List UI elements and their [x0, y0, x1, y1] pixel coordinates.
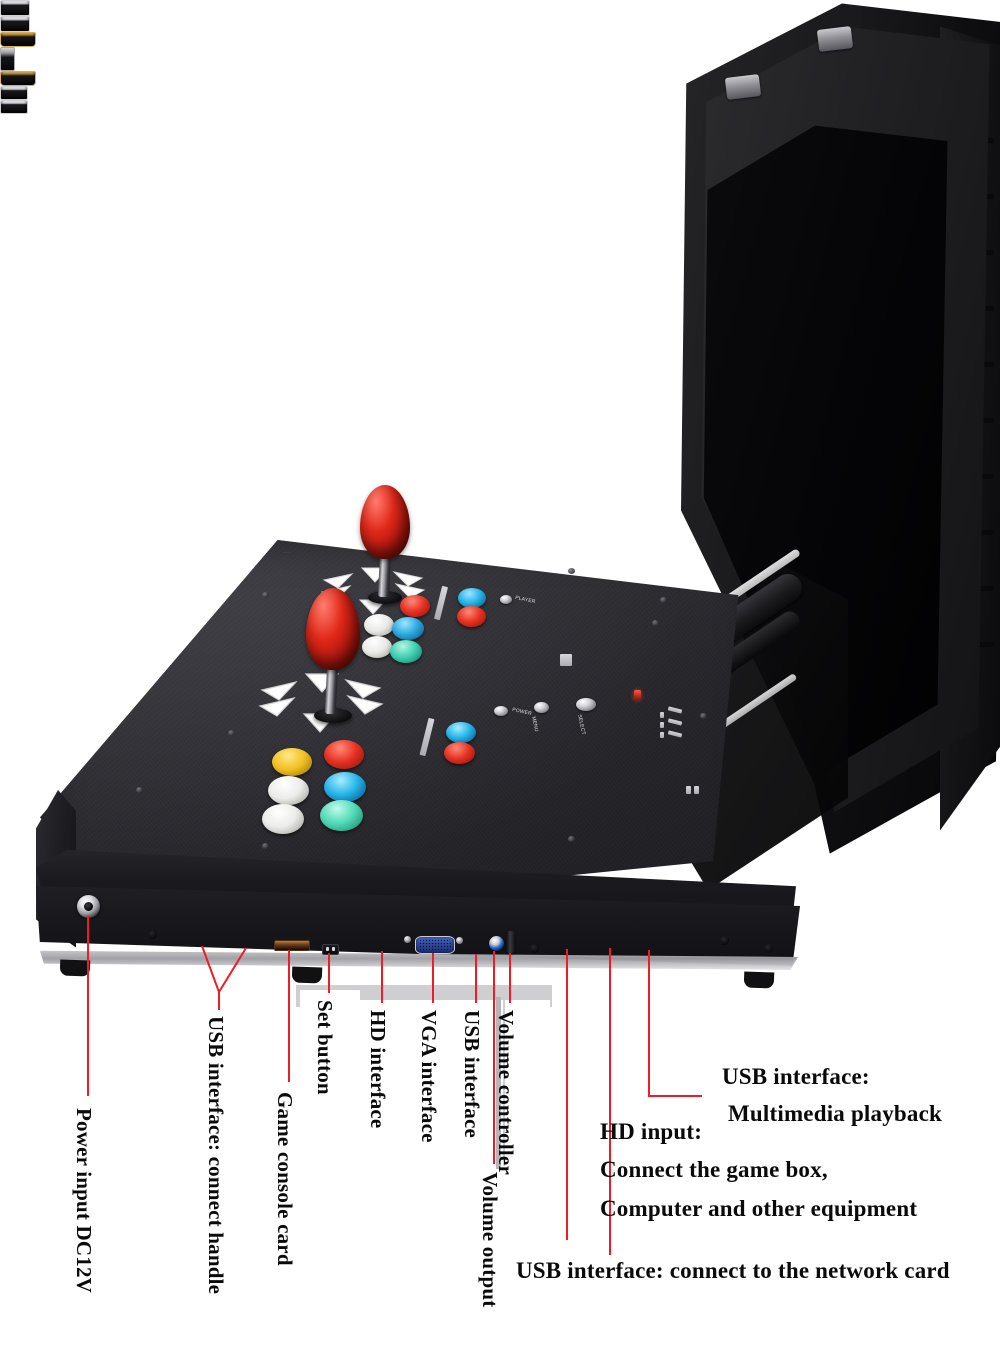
start-button-p2[interactable]: [446, 722, 476, 743]
coin-button-p2[interactable]: [444, 742, 475, 764]
joystick-base-p1: [368, 591, 402, 604]
silk-square-mark: [560, 654, 572, 666]
usb-port-handle-1[interactable]: [0, 0, 30, 16]
audio-output-jack[interactable]: [489, 936, 504, 951]
deck-screw: [568, 568, 575, 574]
deck-screw: [136, 787, 143, 793]
label-volume-controller: Volume controller: [494, 1010, 518, 1175]
hdmi-input-port[interactable]: [0, 71, 36, 86]
label-hd-input-line3: Computer and other equipment: [600, 1196, 918, 1221]
panel-hole: [148, 930, 157, 939]
silk-mark: [686, 786, 691, 794]
panel-hole: [530, 944, 539, 953]
panel-button-select[interactable]: [576, 698, 596, 711]
deck-screw: [660, 597, 667, 603]
power-jack-dc12v[interactable]: [77, 895, 100, 918]
joystick-base-p2: [314, 708, 352, 723]
silk-mark: [660, 712, 664, 718]
silk-mark: [694, 786, 699, 794]
game-card-slot[interactable]: [274, 940, 310, 951]
silk-mark: [660, 722, 664, 728]
vga-port[interactable]: [415, 936, 455, 954]
leader-usb-handle-a: [201, 945, 220, 1010]
action-button-white-p2-a[interactable]: [268, 776, 309, 805]
label-vga-interface: VGA interface: [417, 1010, 441, 1143]
usb-port-network[interactable]: [0, 86, 28, 100]
action-button-yellow-p2[interactable]: [272, 748, 312, 776]
action-button-red-p1[interactable]: [400, 595, 430, 617]
label-usb-multimedia-line2: Multimedia playback: [728, 1101, 943, 1126]
action-button-green-p2[interactable]: [320, 800, 363, 831]
set-button-port[interactable]: [322, 944, 339, 955]
action-button-white-p1-a[interactable]: [364, 614, 394, 636]
label-usb-connect-handle: USB interface: connect handle: [204, 1016, 228, 1295]
panel-hole: [720, 936, 729, 945]
silk-mark: [660, 732, 664, 738]
vga-screw-left: [404, 936, 411, 943]
label-hd-input-line1: HD input:: [600, 1119, 703, 1144]
action-button-cyan-p2[interactable]: [324, 772, 366, 802]
deck-screw: [262, 592, 269, 598]
label-hd-interface: HD interface: [366, 1010, 390, 1129]
panel-hole: [764, 944, 773, 953]
label-gray-strip: [496, 997, 501, 1169]
label-backdrop-white: [300, 990, 360, 1020]
action-button-white-p1-b[interactable]: [362, 636, 392, 658]
deck-screw: [262, 843, 269, 849]
coin-button-p1[interactable]: [457, 606, 486, 627]
label-usb-multimedia-line1: USB interface:: [722, 1064, 870, 1089]
label-game-console-card: Game console card: [273, 1092, 297, 1266]
usb-port-multimedia[interactable]: [0, 100, 28, 114]
usb-port-middle[interactable]: [0, 47, 15, 71]
action-button-red-p2[interactable]: [324, 740, 364, 769]
deck-screw: [568, 836, 575, 842]
label-gray-strip-2: [503, 1000, 505, 1166]
vga-screw-right: [456, 937, 463, 944]
joystick-knob-p1[interactable]: [360, 485, 410, 559]
label-set-button: Set button: [313, 1000, 337, 1095]
power-led-indicator: [634, 690, 641, 700]
start-button-p1[interactable]: [458, 588, 486, 608]
action-button-blue-p1[interactable]: [392, 617, 424, 640]
action-button-white-p2-b[interactable]: [262, 804, 304, 834]
panel-button-upper[interactable]: [500, 595, 512, 604]
volume-knob[interactable]: [506, 931, 515, 953]
label-volume-output: Volume output: [478, 1172, 502, 1308]
hdmi-output-port[interactable]: [0, 32, 36, 47]
vga-pin-grid: [419, 939, 451, 951]
panel-button-power[interactable]: [494, 706, 508, 716]
deck-screw: [228, 730, 235, 736]
label-usb-network-card: USB interface: connect to the network ca…: [516, 1258, 950, 1283]
leader-usb-handle-b: [218, 947, 247, 993]
label-power-input: Power input DC12V: [72, 1108, 96, 1294]
label-usb-interface: USB interface: [460, 1010, 484, 1138]
label-hd-input-line2: Connect the game box,: [600, 1157, 828, 1182]
label-backdrop-white: [360, 1000, 550, 1024]
leader-usb-multimedia: [648, 950, 702, 1097]
action-button-teal-p1[interactable]: [390, 640, 422, 663]
panel-button-menu[interactable]: [534, 702, 549, 713]
chassis-base-highlight: [40, 950, 798, 970]
product-illustration: PLAYER POWER MENU SELECT: [0, 0, 1000, 989]
deck-screw: [700, 713, 707, 719]
deck-screw: [652, 620, 659, 626]
usb-port-handle-2[interactable]: [0, 16, 30, 32]
joystick-knob-p2[interactable]: [306, 588, 360, 670]
